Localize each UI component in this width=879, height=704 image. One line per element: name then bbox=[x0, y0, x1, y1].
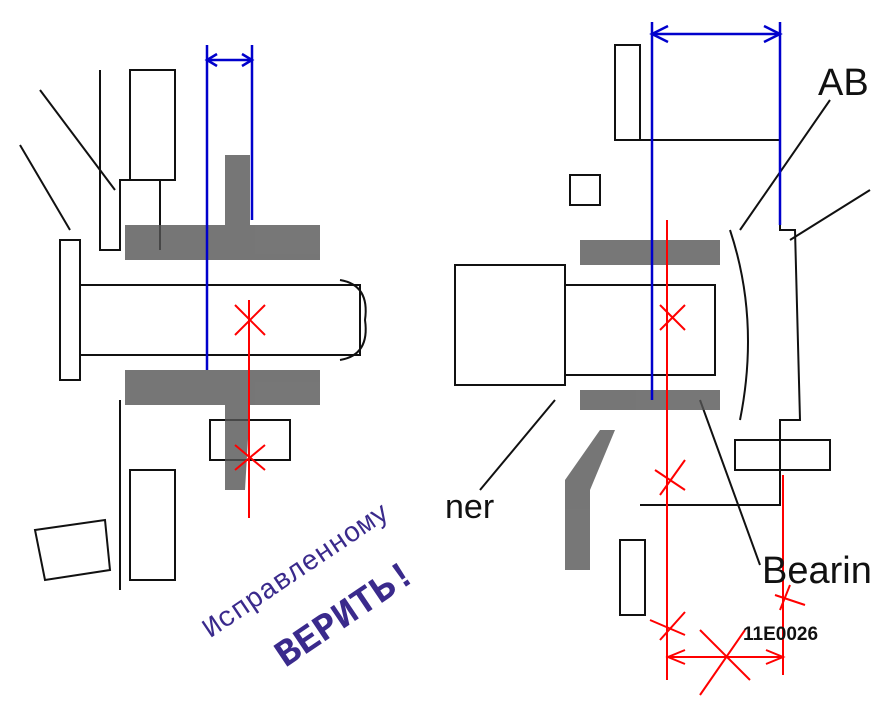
right-caliper-top bbox=[614, 44, 641, 141]
right-hatched-housing bbox=[565, 240, 720, 570]
abs-label: AB bbox=[818, 62, 869, 104]
left-leader-lines bbox=[19, 89, 116, 231]
right-bolt bbox=[569, 174, 601, 206]
part-label-partial: ner bbox=[445, 488, 495, 526]
right-red-crosses bbox=[649, 304, 806, 696]
left-housing-upper bbox=[125, 225, 320, 260]
right-hub-assembly bbox=[454, 44, 871, 616]
right-housing-upper bbox=[580, 240, 720, 265]
left-caliper-top bbox=[129, 69, 176, 181]
right-drive-shaft bbox=[454, 264, 566, 386]
right-wheel-stud bbox=[734, 439, 831, 471]
left-housing-lower bbox=[125, 370, 320, 405]
left-blue-arrowheads bbox=[204, 52, 255, 68]
left-red-crosses bbox=[234, 304, 266, 471]
left-caliper-bottom bbox=[129, 469, 176, 581]
left-hub-assembly bbox=[19, 69, 367, 590]
right-knuckle-arm bbox=[565, 430, 615, 570]
right-caliper-bottom bbox=[619, 539, 646, 616]
left-hatched-housing bbox=[125, 155, 320, 490]
right-leader-lines bbox=[479, 99, 871, 566]
left-axle-shaft bbox=[79, 284, 361, 356]
right-blue-arrowheads bbox=[649, 24, 783, 44]
left-lower-arm bbox=[33, 518, 112, 582]
right-hub-inner-curve bbox=[729, 229, 749, 421]
red-arrowheads bbox=[665, 649, 786, 665]
red-correction-lines bbox=[234, 220, 806, 696]
right-axle bbox=[564, 284, 716, 376]
bearing-label: Bearin bbox=[762, 550, 872, 592]
blue-dimension-lines bbox=[204, 22, 783, 400]
right-housing-lower bbox=[580, 390, 720, 410]
left-knuckle-outline bbox=[99, 70, 161, 251]
left-flange-upper bbox=[225, 155, 250, 225]
left-cv-joint bbox=[59, 239, 81, 381]
left-hub-cap bbox=[339, 279, 367, 361]
figure-code: 11E0026 bbox=[743, 624, 819, 645]
right-hub-outline bbox=[640, 139, 802, 506]
